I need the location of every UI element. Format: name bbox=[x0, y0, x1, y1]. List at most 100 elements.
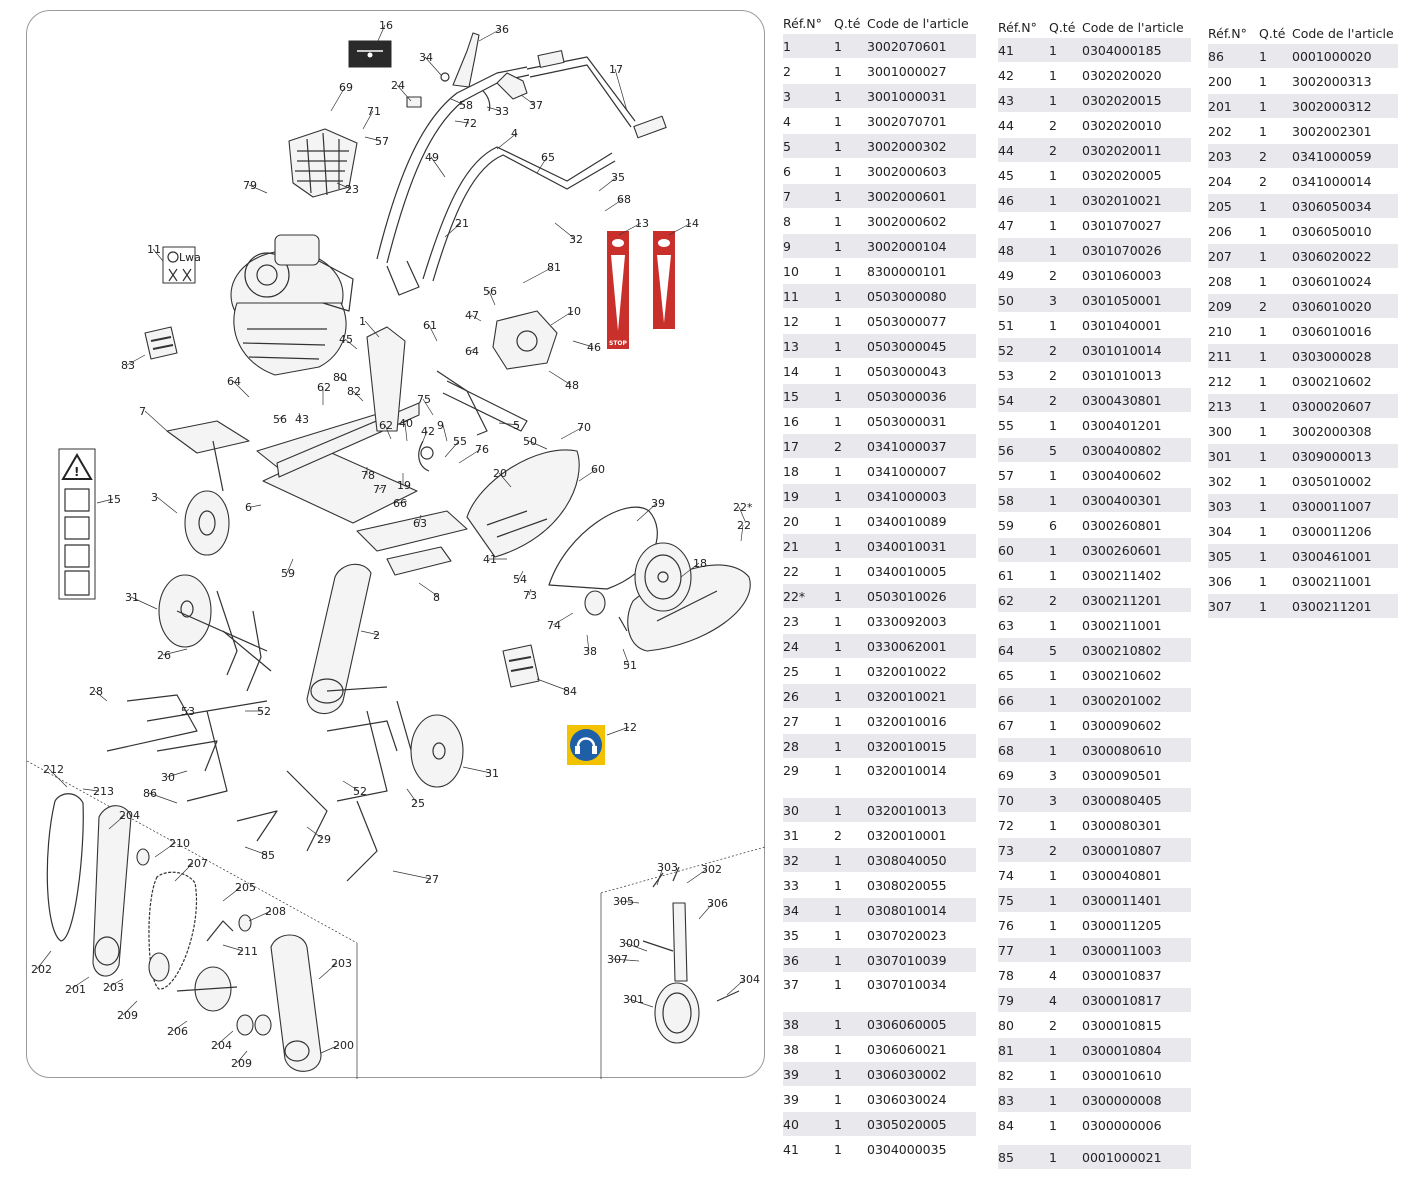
header-qty: Q.té bbox=[1049, 19, 1076, 35]
engine bbox=[230, 234, 354, 376]
callout-leader bbox=[458, 448, 482, 464]
cell-code: 0306020022 bbox=[1292, 248, 1372, 264]
callout-leader bbox=[518, 570, 524, 580]
callout-label: 62 bbox=[379, 419, 393, 432]
cell-ref: 307 bbox=[1208, 598, 1232, 614]
callout-label: 45 bbox=[339, 333, 353, 346]
callout-leader bbox=[154, 842, 176, 858]
callout-label: 34 bbox=[419, 51, 433, 64]
cell-qty: 1 bbox=[1049, 217, 1057, 233]
cell-qty: 1 bbox=[1259, 248, 1267, 264]
callout-leader bbox=[162, 648, 188, 656]
cell-code: 3002000602 bbox=[867, 213, 947, 229]
cell-qty: 2 bbox=[1259, 298, 1267, 314]
cell-qty: 2 bbox=[1049, 392, 1057, 408]
cell-qty: 2 bbox=[1259, 173, 1267, 189]
cell-ref: 33 bbox=[783, 877, 799, 893]
callout-leader bbox=[738, 506, 746, 522]
callout-leader bbox=[424, 56, 442, 76]
cell-code: 0300011205 bbox=[1082, 917, 1162, 933]
transmission-housing bbox=[306, 563, 388, 715]
callout-leader bbox=[548, 370, 572, 386]
cell-qty: 1 bbox=[834, 638, 842, 654]
callout-label: 56 bbox=[273, 413, 287, 426]
cell-ref: 2 bbox=[783, 63, 791, 79]
cell-ref: 213 bbox=[1208, 398, 1232, 414]
cell-qty: 1 bbox=[1049, 567, 1057, 583]
callout-label: 49 bbox=[425, 151, 439, 164]
callout-leader bbox=[462, 766, 492, 774]
cell-ref: 3 bbox=[783, 88, 791, 104]
chain-drive-inset bbox=[27, 760, 358, 1079]
cell-qty: 1 bbox=[834, 1141, 842, 1157]
callout-label: 204 bbox=[211, 1039, 232, 1052]
cell-code: 0301040001 bbox=[1082, 317, 1162, 333]
cell-qty: 1 bbox=[1049, 67, 1057, 83]
cell-qty: 1 bbox=[834, 1016, 842, 1032]
cell-qty: 1 bbox=[834, 588, 842, 604]
cell-qty: 1 bbox=[1049, 467, 1057, 483]
cell-code: 3001000031 bbox=[867, 88, 947, 104]
cell-qty: 1 bbox=[834, 688, 842, 704]
callout-label: 74 bbox=[547, 619, 561, 632]
callout-label: 48 bbox=[565, 379, 579, 392]
cell-code: 0320010016 bbox=[867, 713, 947, 729]
cell-code: 0301070027 bbox=[1082, 217, 1162, 233]
callout-label: 26 bbox=[157, 649, 171, 662]
cell-qty: 1 bbox=[1259, 123, 1267, 139]
callout-leader bbox=[338, 376, 348, 382]
cell-ref: 55 bbox=[998, 417, 1014, 433]
cell-code: 0308040050 bbox=[867, 852, 947, 868]
cell-code: 0300260601 bbox=[1082, 542, 1162, 558]
table-header: Réf.N° Q.té Code de l'article bbox=[1208, 22, 1398, 44]
callout-leader bbox=[486, 106, 502, 112]
cell-qty: 1 bbox=[834, 338, 842, 354]
callout-label: 56 bbox=[483, 285, 497, 298]
cell-ref: 72 bbox=[998, 817, 1014, 833]
sign-12-ear-protection bbox=[567, 725, 605, 765]
callout-leader bbox=[392, 870, 432, 880]
cell-ref: 42 bbox=[998, 67, 1014, 83]
cell-ref: 212 bbox=[1208, 373, 1232, 389]
callout-label: 61 bbox=[423, 319, 437, 332]
cell-ref: 25 bbox=[783, 663, 799, 679]
cell-code: 0001000021 bbox=[1082, 1149, 1162, 1165]
cell-qty: 1 bbox=[1049, 1149, 1057, 1165]
cell-qty: 1 bbox=[1259, 223, 1267, 239]
callout-leader bbox=[522, 266, 554, 284]
callout-leader bbox=[376, 24, 386, 44]
callout-leader bbox=[126, 354, 146, 366]
callout-label: 18 bbox=[693, 557, 707, 570]
callout-leader bbox=[244, 846, 268, 856]
cell-qty: 1 bbox=[834, 88, 842, 104]
cell-ref: 37 bbox=[783, 977, 799, 992]
callout-label: 213 bbox=[93, 785, 114, 798]
cell-ref: 18 bbox=[783, 463, 799, 479]
callout-label: 23 bbox=[345, 183, 359, 196]
cell-ref: 44 bbox=[998, 142, 1014, 158]
cell-qty: 1 bbox=[1049, 667, 1057, 683]
cell-ref: 83 bbox=[998, 1092, 1014, 1108]
cell-ref: 57 bbox=[998, 467, 1014, 483]
cell-qty: 1 bbox=[834, 1116, 842, 1132]
cell-ref: 23 bbox=[783, 613, 799, 629]
cell-code: 0300040801 bbox=[1082, 867, 1162, 883]
cell-qty: 1 bbox=[834, 802, 842, 818]
